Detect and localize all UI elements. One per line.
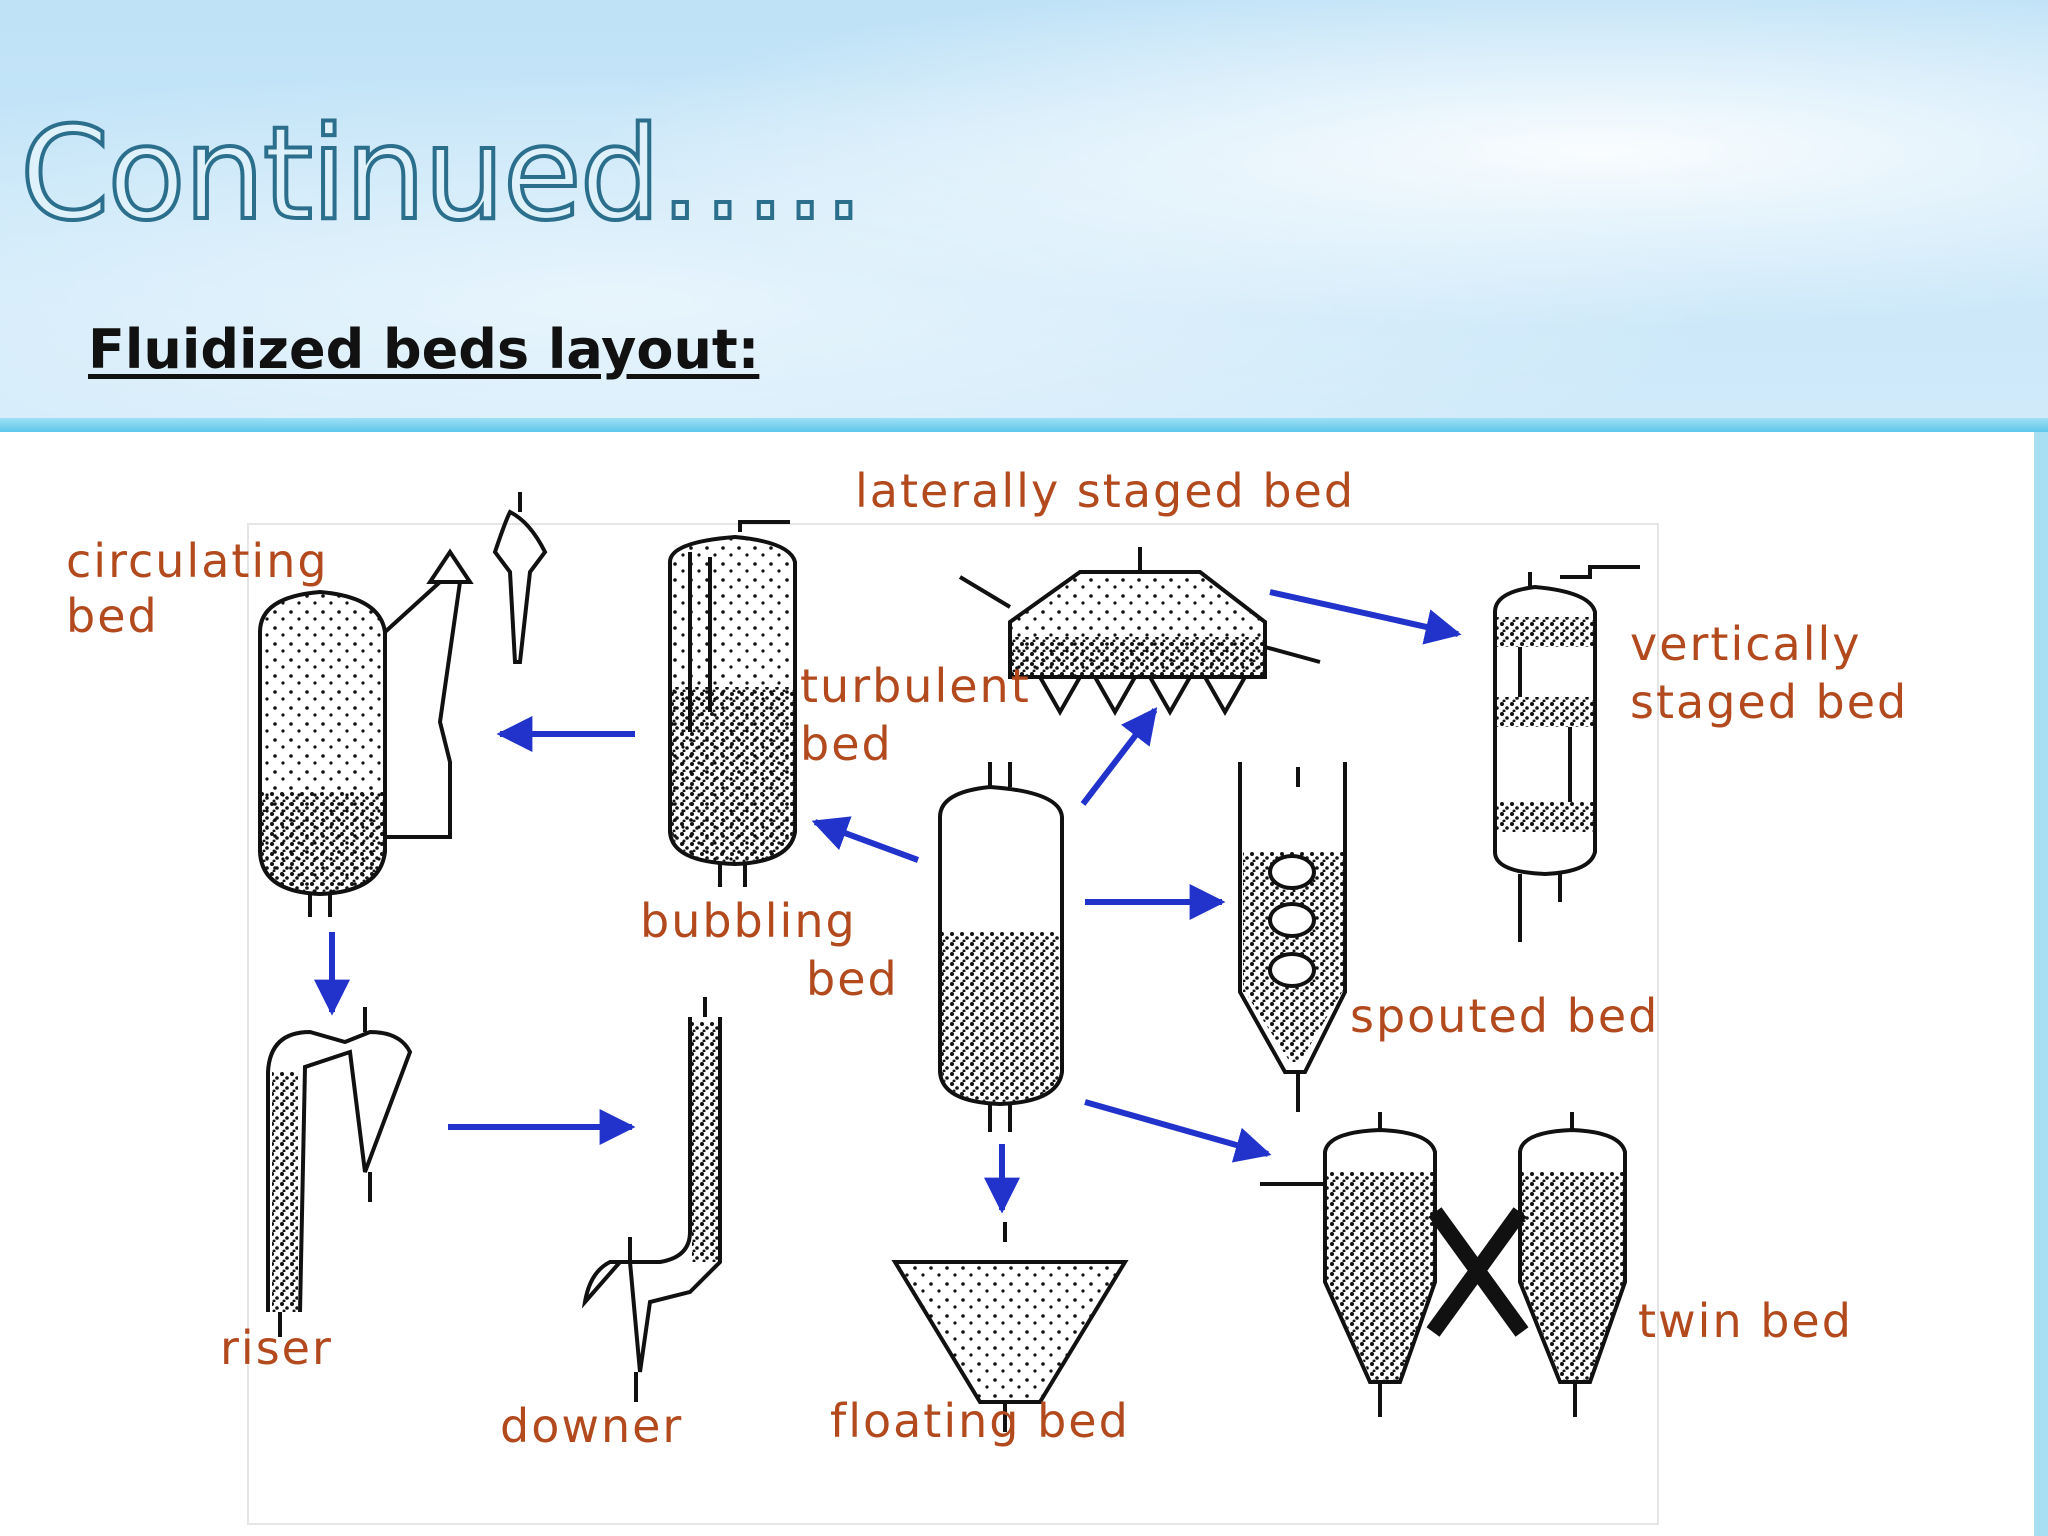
laterally-staged-bed-drawing	[958, 547, 1321, 717]
diagram-labels: laterally staged bed circulating bed tur…	[66, 464, 1908, 1453]
bubbling-bed-drawing	[938, 762, 1064, 1132]
label-circulating-bed: bed	[66, 589, 159, 643]
label-spouted-bed: spouted bed	[1350, 989, 1659, 1043]
riser-drawing	[266, 1007, 413, 1337]
label-turbulent: turbulent	[800, 659, 1031, 713]
label-circulating: circulating	[66, 534, 329, 588]
slide-subtitle: Fluidized beds layout:	[88, 318, 760, 381]
header-glow	[0, 0, 2048, 430]
floating-bed-drawing	[891, 1222, 1129, 1432]
downer-drawing	[581, 997, 722, 1402]
label-downer: downer	[500, 1399, 683, 1453]
label-turbulent-bed: bed	[800, 717, 893, 771]
fluidized-beds-diagram: laterally staged bed circulating bed tur…	[66, 464, 1908, 1525]
flow-arrows	[314, 589, 1462, 1214]
label-laterally-staged-bed: laterally staged bed	[855, 464, 1355, 518]
arrow-laterally-to-vertically	[1269, 589, 1462, 645]
vertically-staged-bed-drawing	[1493, 565, 1640, 942]
panel-top-border	[0, 418, 2048, 432]
label-floating-bed: floating bed	[830, 1394, 1130, 1448]
circulating-bed-drawing	[258, 492, 548, 917]
label-bubbling-bed: bed	[806, 952, 899, 1006]
label-vertically-staged-bed: staged bed	[1630, 675, 1908, 729]
label-bubbling: bubbling	[640, 894, 857, 948]
label-vertically: vertically	[1630, 617, 1862, 671]
turbulent-bed-drawing	[668, 520, 797, 887]
twin-bed-drawing	[1260, 1112, 1627, 1417]
label-twin-bed: twin bed	[1638, 1294, 1853, 1348]
figure-frame	[247, 523, 1659, 1525]
spouted-bed-drawing	[1238, 762, 1347, 1112]
label-riser: riser	[220, 1321, 333, 1375]
slide-title: Continued…..	[18, 98, 866, 251]
panel-right-edge	[2034, 432, 2048, 1536]
slide-header: Continued….. Fluidized beds layout:	[0, 0, 2048, 430]
arrow-bubbling-to-twin	[1084, 1099, 1272, 1163]
arrow-bubbling-to-laterally	[1080, 707, 1158, 806]
arrow-bubbling-to-turbulent	[811, 816, 920, 863]
